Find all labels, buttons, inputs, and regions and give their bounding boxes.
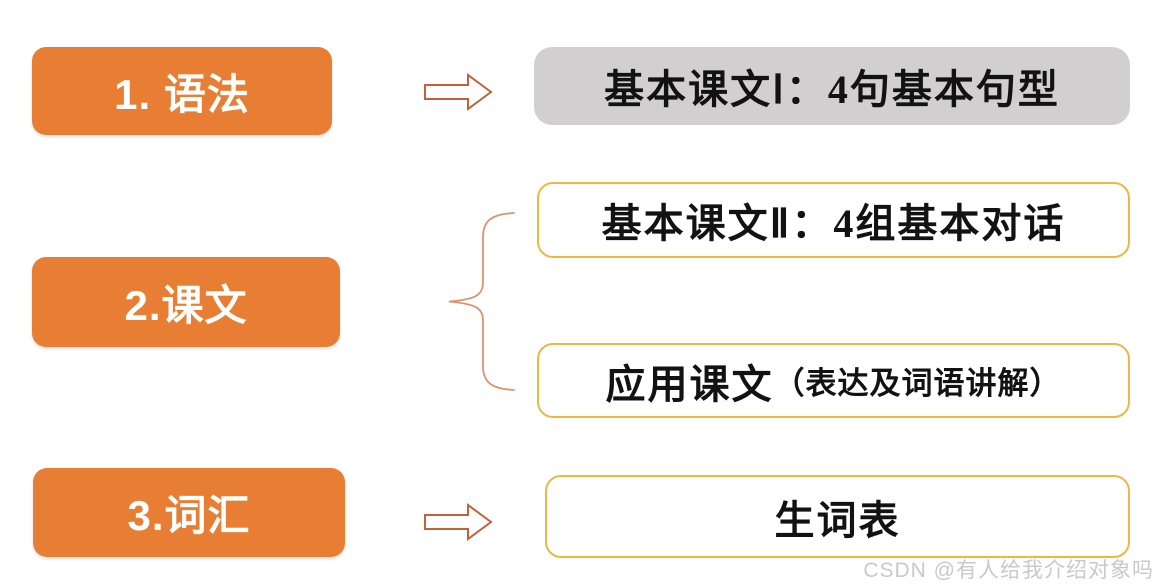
topic-box-text: 2.课文 (32, 257, 340, 347)
content-box-basic-text-2-label: 基本课文Ⅱ：4组基本对话 (601, 201, 1066, 246)
topic-box-vocabulary-label: 3.词汇 (127, 492, 251, 539)
content-box-basic-text-1-label: 基本课文Ⅰ：4句基本句型 (604, 67, 1060, 112)
topic-box-vocabulary: 3.词汇 (33, 468, 345, 557)
arrow-right-icon (424, 503, 494, 541)
content-box-applied-text-paren: （表达及词语讲解） (773, 366, 1062, 401)
arrow-right-icon (424, 73, 494, 111)
topic-box-grammar-label: 1. 语法 (114, 70, 250, 118)
topic-box-grammar: 1. 语法 (32, 47, 332, 135)
content-box-basic-text-2: 基本课文Ⅱ：4组基本对话 (537, 182, 1130, 258)
content-box-applied-text: 应用课文（表达及词语讲解） (537, 343, 1130, 418)
csdn-watermark: CSDN @有人给我介绍对象吗 (863, 559, 1154, 582)
brace-icon (440, 205, 520, 400)
content-box-word-list: 生词表 (545, 475, 1130, 558)
content-box-basic-text-1: 基本课文Ⅰ：4句基本句型 (534, 47, 1130, 125)
topic-box-text-label: 2.课文 (124, 281, 248, 329)
content-box-word-list-label: 生词表 (774, 497, 901, 543)
content-box-applied-text-label: 应用课文 (605, 361, 774, 407)
